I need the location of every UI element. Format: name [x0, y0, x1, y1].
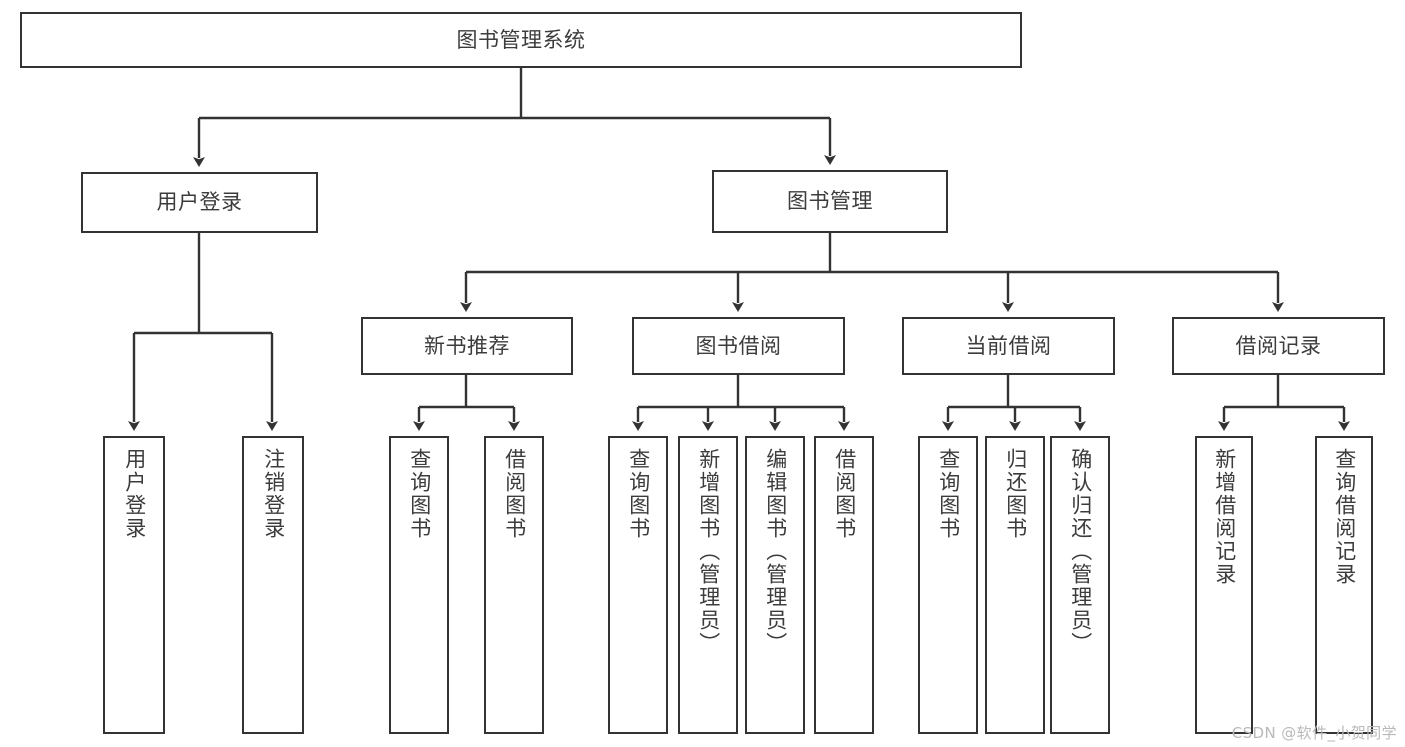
- node-leaf-borrow-book-1[interactable]: 借阅图书: [484, 436, 544, 734]
- node-leaf-add-book-admin-label: 新增图书（管理员）: [696, 448, 721, 655]
- node-new-book-recommend-label: 新书推荐: [424, 333, 510, 358]
- node-borrow-record[interactable]: 借阅记录: [1172, 317, 1385, 375]
- node-book-borrow[interactable]: 图书借阅: [632, 317, 845, 375]
- node-leaf-user-login-label: 用户登录: [122, 448, 147, 540]
- node-leaf-query-book-2[interactable]: 查询图书: [608, 436, 668, 734]
- node-leaf-query-book-3[interactable]: 查询图书: [918, 436, 978, 734]
- node-leaf-logout[interactable]: 注销登录: [242, 436, 304, 734]
- node-book-manage-label: 图书管理: [787, 189, 873, 213]
- node-leaf-query-book-1[interactable]: 查询图书: [389, 436, 449, 734]
- node-leaf-query-book-3-label: 查询图书: [936, 448, 961, 540]
- node-leaf-edit-book-admin[interactable]: 编辑图书（管理员）: [745, 436, 805, 734]
- node-leaf-add-borrow-record[interactable]: 新增借阅记录: [1195, 436, 1253, 734]
- node-leaf-borrow-book-1-label: 借阅图书: [502, 448, 527, 540]
- node-book-borrow-label: 图书借阅: [695, 333, 782, 358]
- node-user-login-label: 用户登录: [156, 190, 243, 214]
- node-borrow-record-label: 借阅记录: [1235, 333, 1322, 358]
- node-leaf-confirm-return-admin[interactable]: 确认归还（管理员）: [1050, 436, 1110, 734]
- node-leaf-return-book-label: 归还图书: [1003, 448, 1028, 540]
- node-root-label: 图书管理系统: [456, 27, 586, 52]
- node-leaf-add-borrow-record-label: 新增借阅记录: [1212, 448, 1237, 586]
- node-leaf-return-book[interactable]: 归还图书: [985, 436, 1045, 734]
- node-leaf-logout-label: 注销登录: [261, 448, 286, 540]
- node-book-manage[interactable]: 图书管理: [712, 170, 948, 233]
- node-leaf-query-borrow-record[interactable]: 查询借阅记录: [1315, 436, 1373, 734]
- node-leaf-query-book-1-label: 查询图书: [407, 448, 432, 540]
- node-leaf-user-login[interactable]: 用户登录: [103, 436, 165, 734]
- node-leaf-borrow-book-2-label: 借阅图书: [832, 448, 857, 540]
- node-leaf-add-book-admin[interactable]: 新增图书（管理员）: [678, 436, 738, 734]
- node-leaf-query-borrow-record-label: 查询借阅记录: [1332, 448, 1357, 586]
- csdn-watermark: CSDN @软件_小贺同学: [1231, 724, 1397, 742]
- node-user-login[interactable]: 用户登录: [81, 172, 318, 233]
- node-current-borrow[interactable]: 当前借阅: [902, 317, 1115, 375]
- node-root[interactable]: 图书管理系统: [20, 12, 1022, 68]
- node-leaf-edit-book-admin-label: 编辑图书（管理员）: [763, 448, 788, 655]
- node-new-book-recommend[interactable]: 新书推荐: [361, 317, 573, 375]
- node-leaf-borrow-book-2[interactable]: 借阅图书: [814, 436, 874, 734]
- node-current-borrow-label: 当前借阅: [965, 333, 1052, 358]
- node-leaf-confirm-return-admin-label: 确认归还（管理员）: [1068, 448, 1093, 655]
- node-leaf-query-book-2-label: 查询图书: [626, 448, 651, 540]
